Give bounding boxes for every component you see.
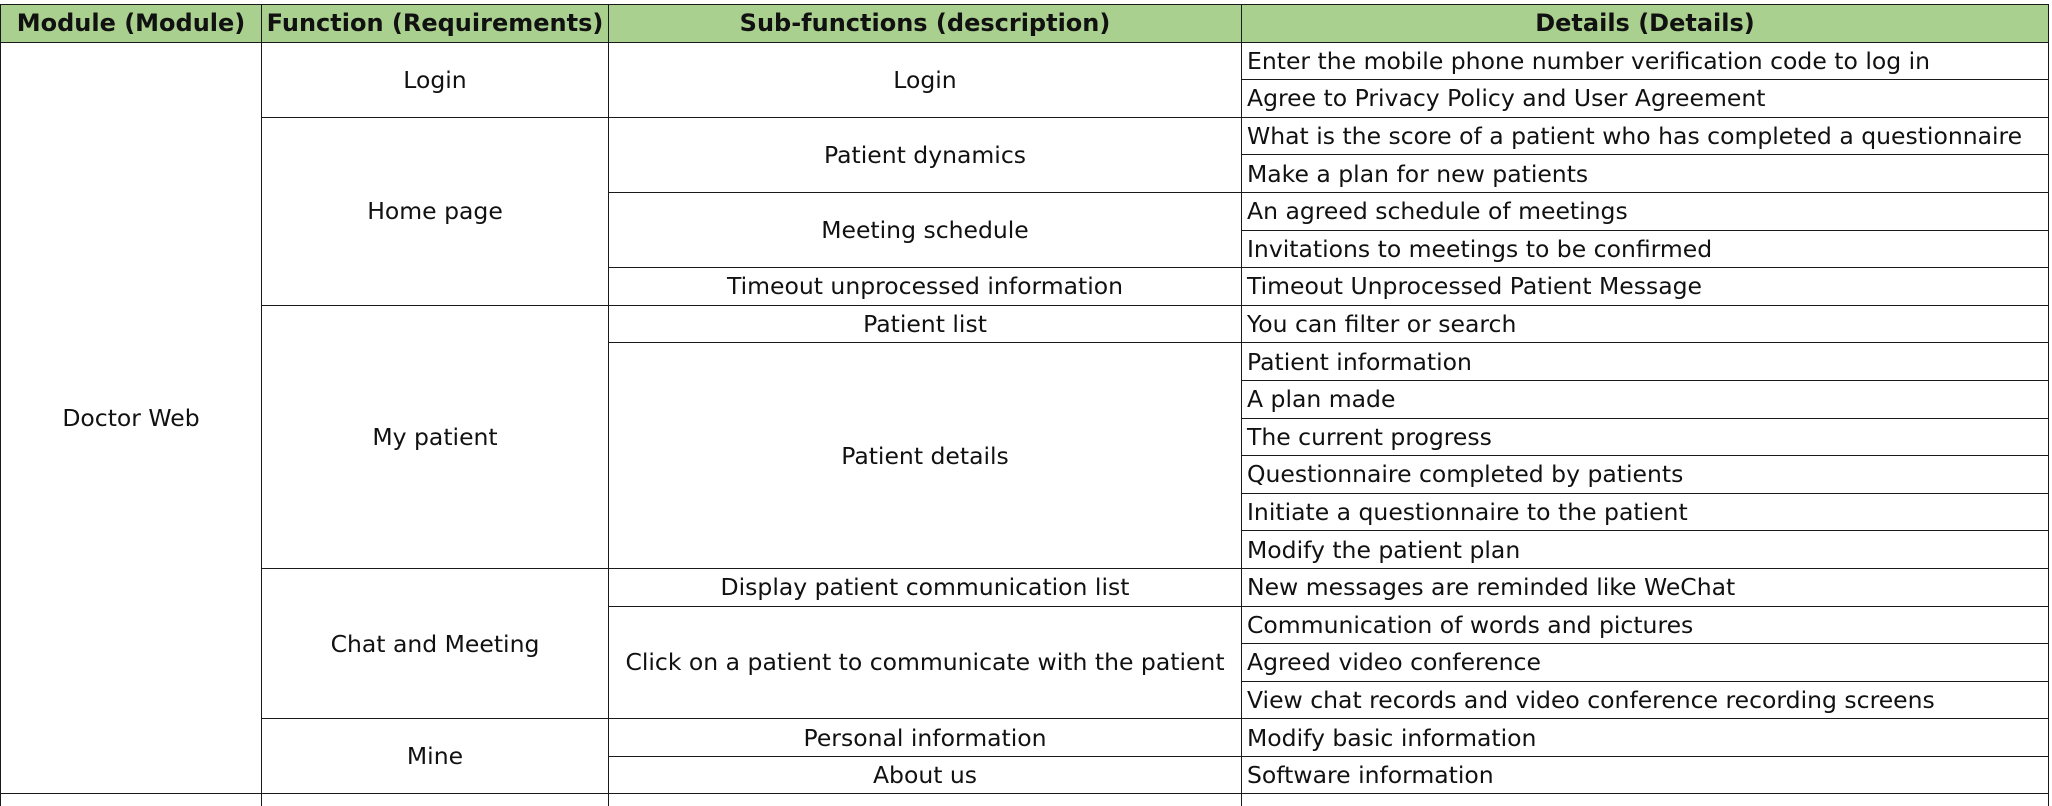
table-row: Mine Personal information Modify basic i… <box>1 718 2049 795</box>
table-row: The current progress <box>1 417 2049 457</box>
table-row <box>0 793 2049 806</box>
function-cell[interactable]: My patient <box>261 304 609 569</box>
empty-cell[interactable] <box>0 793 262 806</box>
subfunction-cell[interactable]: About us <box>608 755 1242 795</box>
subfunction-cell[interactable]: Timeout unprocessed information <box>608 267 1242 306</box>
detail-cell[interactable]: Modify the patient plan <box>1241 530 2049 569</box>
detail-cell[interactable]: Questionnaire completed by patients <box>1241 455 2049 494</box>
detail-cell[interactable]: Patient information <box>1241 342 2049 381</box>
header-function[interactable]: Function (Requirements) <box>261 4 609 43</box>
header-details[interactable]: Details (Details) <box>1241 4 2049 43</box>
table-row: Doctor Web Login Login Enter the mobile … <box>0 41 2049 795</box>
function-cell[interactable]: Home page <box>261 116 609 306</box>
table-row: Meeting schedule An agreed schedule of m… <box>1 191 2049 269</box>
detail-cell[interactable]: Initiate a questionnaire to the patient <box>1241 492 2049 532</box>
detail-cell[interactable]: View chat records and video conference r… <box>1241 680 2049 720</box>
subfunction-cell[interactable]: Patient list <box>608 304 1242 344</box>
table-row: Agree to Privacy Policy and User Agreeme… <box>1 79 2049 118</box>
empty-cell[interactable] <box>608 793 1242 806</box>
table-row: Home page Patient dynamics What is the s… <box>1 116 2049 306</box>
header-subfunction[interactable]: Sub-functions (description) <box>608 4 1242 43</box>
table-row: My patient Patient list You can filter o… <box>1 304 2049 569</box>
module-cell[interactable]: Doctor Web <box>0 41 262 795</box>
detail-cell[interactable]: You can filter or search <box>1241 304 2049 344</box>
detail-cell[interactable]: Modify basic information <box>1241 718 2049 757</box>
subfunction-cell[interactable]: Meeting schedule <box>608 191 1242 269</box>
function-cell[interactable]: Login <box>261 41 609 118</box>
function-cell[interactable]: Mine <box>261 718 609 795</box>
detail-cell[interactable]: Invitations to meetings to be confirmed <box>1241 229 2049 269</box>
detail-cell[interactable]: Enter the mobile phone number verificati… <box>1241 41 2049 81</box>
subfunction-cell[interactable]: Patient dynamics <box>608 116 1242 193</box>
subfunction-cell[interactable]: Personal information <box>608 718 1242 757</box>
requirements-table: Module (Module) Function (Requirements) … <box>0 4 2049 806</box>
detail-cell[interactable]: The current progress <box>1241 417 2049 457</box>
table-row: About us Software information <box>1 755 2049 795</box>
table-row: Make a plan for new patients <box>1 154 2049 193</box>
table-row: Patient details Patient information <box>1 342 2049 569</box>
detail-cell[interactable]: Communication of words and pictures <box>1241 605 2049 645</box>
subfunction-cell[interactable]: Click on a patient to communicate with t… <box>608 605 1242 720</box>
detail-cell[interactable]: New messages are reminded like WeChat <box>1241 567 2049 607</box>
empty-cell[interactable] <box>1241 793 2049 806</box>
table-row: Questionnaire completed by patients <box>1 455 2049 494</box>
table-row: Click on a patient to communicate with t… <box>1 605 2049 720</box>
detail-cell[interactable]: Software information <box>1241 755 2049 795</box>
empty-cell[interactable] <box>261 793 609 806</box>
detail-cell[interactable]: A plan made <box>1241 379 2049 419</box>
table-row: Agreed video conference <box>1 643 2049 682</box>
subfunction-cell[interactable]: Login <box>608 41 1242 118</box>
detail-cell[interactable]: Timeout Unprocessed Patient Message <box>1241 267 2049 306</box>
header-row: Module (Module) Function (Requirements) … <box>0 4 2049 43</box>
detail-cell[interactable]: Make a plan for new patients <box>1241 154 2049 193</box>
detail-cell[interactable]: An agreed schedule of meetings <box>1241 191 2049 231</box>
table-row: A plan made <box>1 379 2049 419</box>
detail-cell[interactable]: What is the score of a patient who has c… <box>1241 116 2049 156</box>
subfunction-cell[interactable]: Display patient communication list <box>608 567 1242 607</box>
header-module[interactable]: Module (Module) <box>0 4 262 43</box>
table-row: Chat and Meeting Display patient communi… <box>1 567 2049 720</box>
detail-cell[interactable]: Agree to Privacy Policy and User Agreeme… <box>1241 79 2049 118</box>
function-cell[interactable]: Chat and Meeting <box>261 567 609 720</box>
table-row: View chat records and video conference r… <box>1 680 2049 720</box>
subfunction-cell[interactable]: Patient details <box>608 342 1242 569</box>
detail-cell[interactable]: Agreed video conference <box>1241 643 2049 682</box>
